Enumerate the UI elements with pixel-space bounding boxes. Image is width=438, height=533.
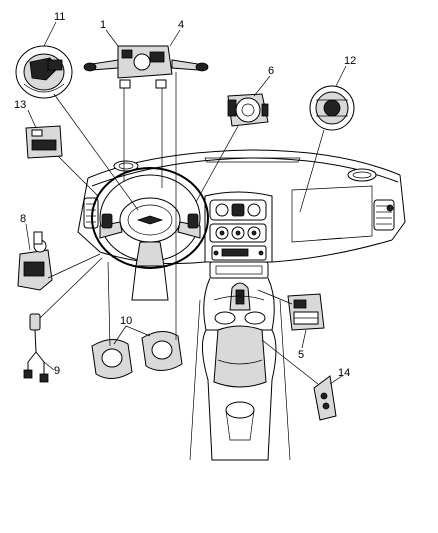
steering-wheel (91, 167, 209, 301)
headlamp-switch (17, 231, 53, 291)
column-shroud-left (91, 339, 133, 379)
callout-labels: 1 4 5 6 8 9 10 11 12 13 14 (14, 11, 356, 379)
callout-8: 8 (20, 213, 26, 225)
callout-13: 13 (14, 99, 26, 111)
callout-1: 1 (100, 19, 106, 31)
round-module (309, 85, 355, 131)
multifunction-switch (83, 45, 209, 89)
switch-module (25, 125, 63, 159)
clockspring (15, 45, 73, 99)
sensor-harness (23, 313, 49, 383)
callout-4: 4 (178, 19, 184, 31)
center-stack (204, 191, 273, 279)
floor-console (189, 277, 291, 461)
control-module (287, 293, 325, 331)
callout-5: 5 (298, 349, 304, 361)
callout-9: 9 (54, 365, 60, 377)
leader-lines (25, 21, 347, 385)
callout-12: 12 (344, 55, 356, 67)
column-shroud-right (141, 331, 183, 371)
callout-14: 14 (338, 367, 350, 379)
callout-10: 10 (120, 315, 132, 327)
callout-6: 6 (268, 65, 274, 77)
console-switch (313, 375, 337, 421)
callout-11: 11 (54, 11, 65, 23)
ignition-switch (227, 93, 269, 127)
